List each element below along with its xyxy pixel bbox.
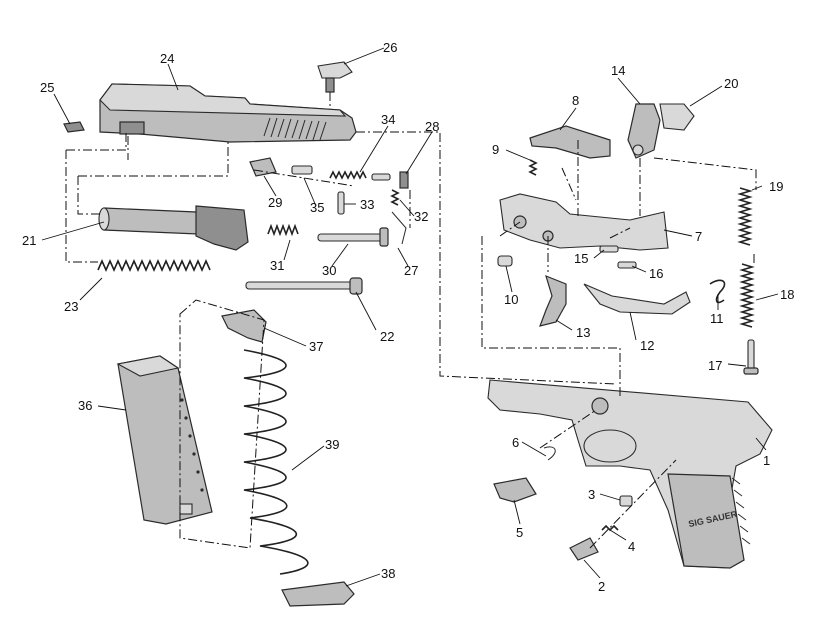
hammer-part	[627, 103, 661, 159]
part-number-label: 31	[270, 258, 285, 273]
front-sight-part	[317, 61, 353, 93]
part-number-label: 32	[414, 209, 429, 224]
part-number-label: 19	[769, 179, 784, 194]
housing-7-part	[499, 193, 669, 251]
lever-27-part	[391, 211, 407, 245]
frame-part	[487, 379, 773, 569]
part-number-label: 20	[724, 76, 739, 91]
part-number-label: 25	[40, 80, 55, 95]
small-spring-31	[267, 223, 299, 237]
part-19-spring	[737, 187, 753, 246]
guide-rod-part	[245, 277, 363, 295]
pin-16-part	[617, 261, 637, 269]
part-18-spring	[739, 263, 755, 328]
part-2-part	[569, 537, 599, 561]
recoil-spring-part	[97, 259, 211, 272]
magazine-part	[116, 355, 213, 525]
part-number-label: 36	[78, 398, 93, 413]
firing-pin-spring-part	[329, 170, 367, 180]
barrel-part	[98, 205, 249, 251]
alignment-lines	[65, 92, 757, 549]
part-number-label: 11	[710, 311, 724, 326]
part-number-label: 38	[381, 566, 396, 581]
part-number-label: 12	[640, 338, 655, 353]
base-plate-part	[281, 581, 355, 607]
part-number-label: 33	[360, 197, 375, 212]
part-number-label: 37	[309, 339, 324, 354]
magazine-spring-part	[243, 349, 309, 575]
part-number-label: 26	[383, 40, 398, 55]
part-number-label: 13	[576, 325, 591, 340]
slide-part	[99, 83, 357, 143]
part-number-label: 4	[628, 539, 636, 554]
part-number-label: 27	[404, 263, 419, 278]
part-number-label: 15	[574, 251, 589, 266]
trigger-bar-part	[583, 283, 691, 315]
part-9-spring	[528, 159, 538, 176]
part-number-label: 21	[22, 233, 37, 248]
part-number-label: 3	[588, 487, 596, 502]
magazine-catch-part	[493, 477, 537, 503]
part-number-label: 2	[598, 579, 606, 594]
part-number-label: 23	[64, 299, 79, 314]
part-number-label: 17	[708, 358, 723, 373]
follower-part	[221, 309, 267, 343]
part-number-label: 9	[492, 142, 500, 157]
pin-17-part	[743, 339, 759, 375]
part-number-label: 24	[160, 51, 175, 66]
pin-10-part	[497, 255, 513, 267]
trigger-part	[539, 274, 567, 327]
part-number-label: 5	[516, 525, 524, 540]
part-6-ring	[543, 446, 556, 461]
part-28-part	[399, 171, 409, 189]
part-number-label: 39	[325, 437, 340, 452]
pin-30-part	[317, 227, 389, 247]
part-number-label: 30	[322, 263, 337, 278]
part-number-label: 10	[504, 292, 519, 307]
part-20-part	[659, 103, 695, 131]
part-number-label: 1	[763, 453, 771, 468]
extractor-part	[249, 157, 277, 177]
part-number-label: 16	[649, 266, 664, 281]
part-number-label: 6	[512, 435, 520, 450]
part-number-label: 28	[425, 119, 440, 134]
part-3-part	[619, 495, 633, 507]
leader-lines	[41, 47, 779, 587]
part-4-spring	[601, 524, 619, 532]
part-number-label: 7	[695, 229, 703, 244]
part-number-label: 35	[310, 200, 325, 215]
pin-33-part	[337, 191, 345, 215]
part-32-spring	[390, 189, 400, 206]
part-number-label: 14	[611, 63, 626, 78]
part-11-spring	[709, 279, 726, 304]
part-number-label: 18	[780, 287, 795, 302]
part-number-label: 22	[380, 329, 395, 344]
pin-15-part	[599, 245, 619, 253]
part-number-label: 8	[572, 93, 580, 108]
part-number-label: 34	[381, 112, 396, 127]
part-number-label: 29	[268, 195, 283, 210]
sear-part	[529, 125, 611, 159]
pin-35-part	[291, 165, 313, 175]
rear-sight-part	[63, 121, 85, 133]
